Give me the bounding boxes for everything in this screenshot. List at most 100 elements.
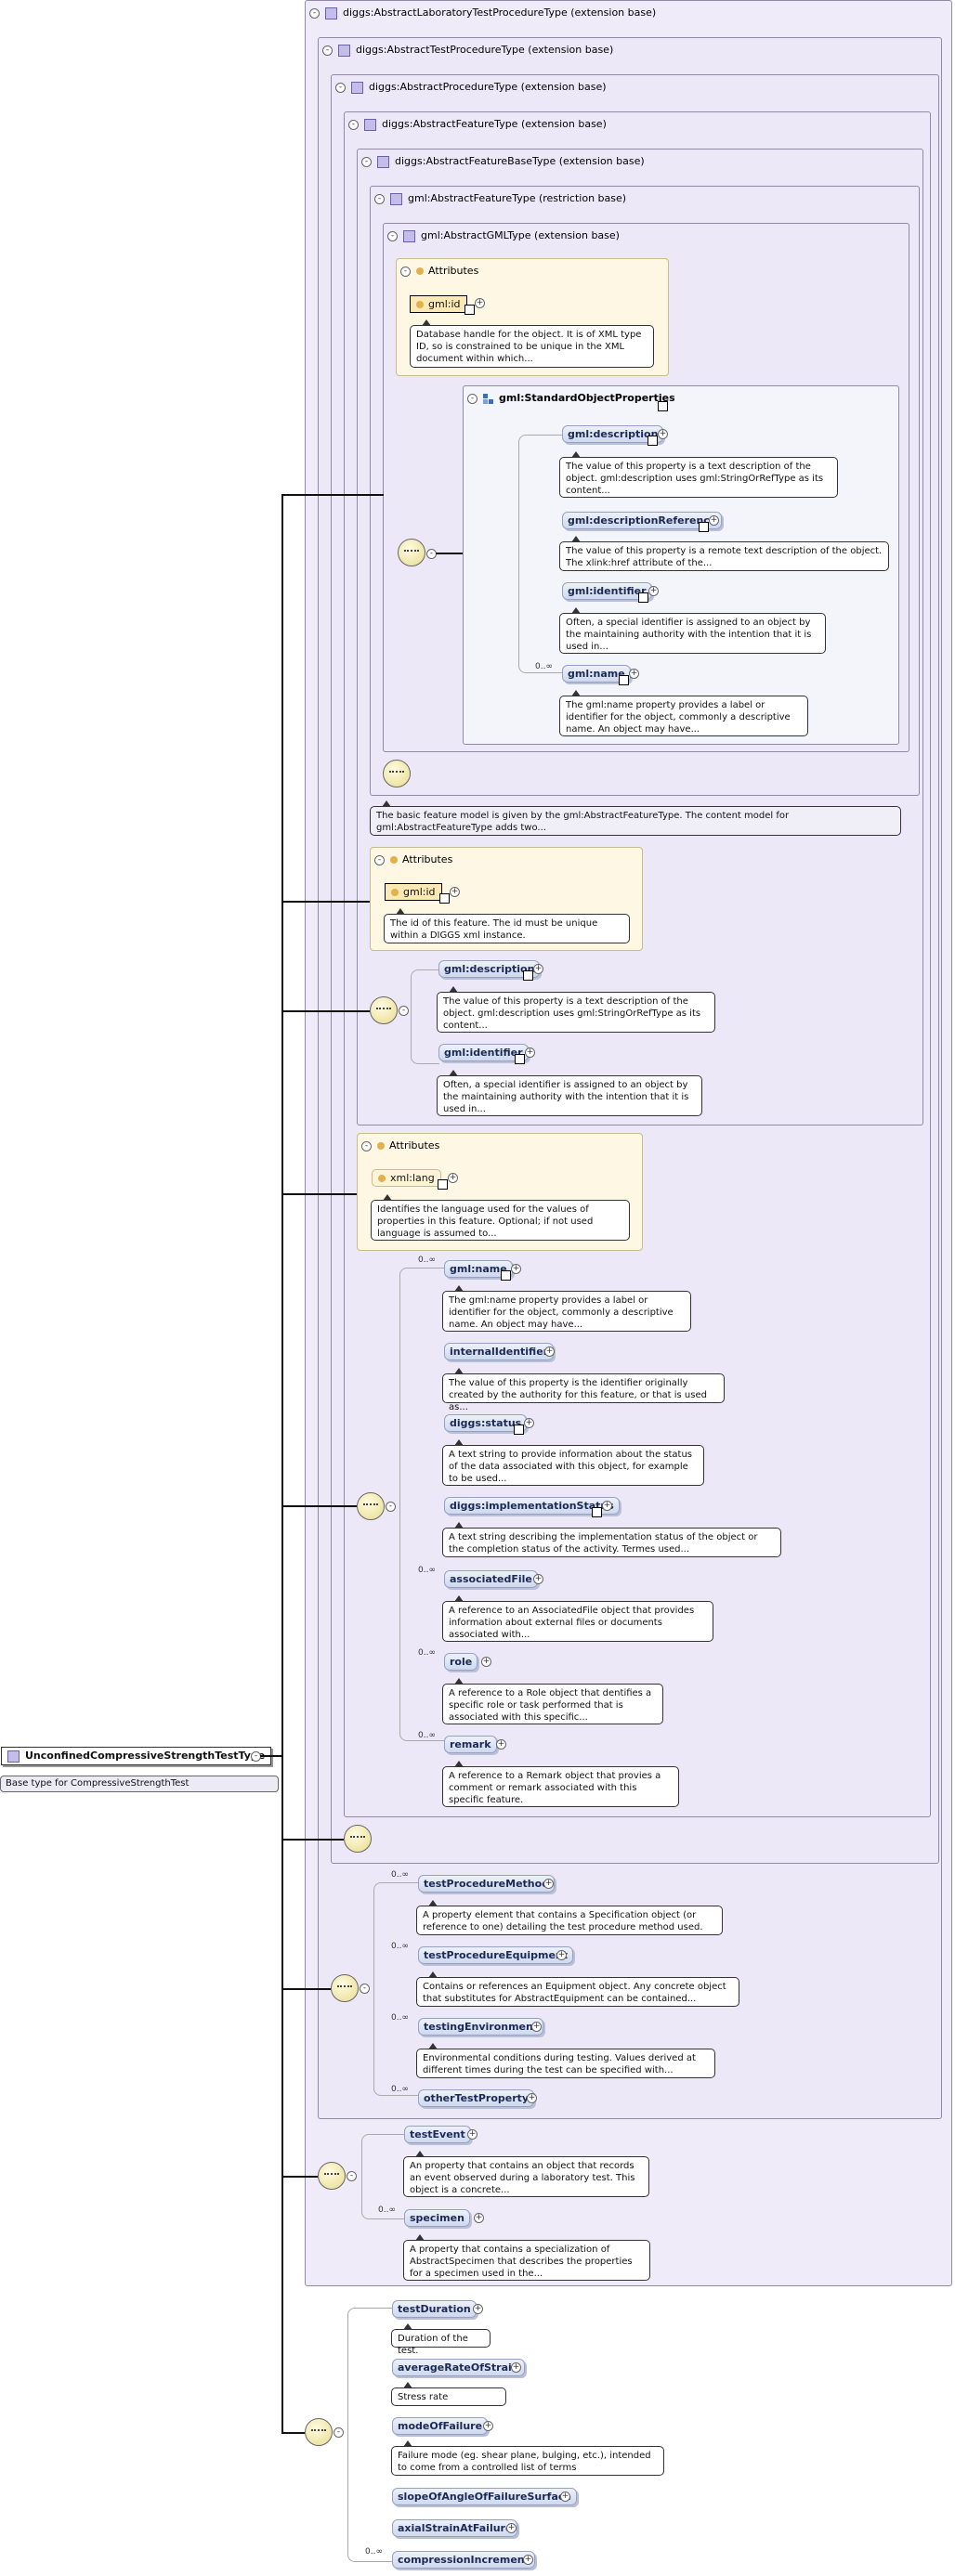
reference-icon <box>619 675 629 685</box>
collapse-icon[interactable]: - <box>347 2171 357 2181</box>
collapse-toggle-icon[interactable]: - <box>322 45 333 56</box>
attribute-gml-id[interactable]: gml:id <box>410 295 467 313</box>
attributes-header[interactable]: -Attributes <box>400 265 478 277</box>
root-type[interactable]: UnconfinedCompressiveStrengthTestType <box>1 1747 272 1765</box>
collapse-toggle-icon[interactable]: - <box>335 82 346 93</box>
documentation-note: Failure mode (eg. shear plane, bulging, … <box>391 2440 664 2476</box>
expand-icon[interactable]: + <box>511 2362 521 2373</box>
expand-icon[interactable]: + <box>450 887 460 897</box>
expand-icon[interactable]: + <box>475 298 485 308</box>
collapse-icon[interactable]: - <box>386 1502 396 1512</box>
element-axial-strain-at-failure[interactable]: axialStrainAtFailure <box>392 2519 518 2537</box>
element-test-event[interactable]: testEvent <box>404 2126 471 2143</box>
expand-icon[interactable]: + <box>473 2304 483 2314</box>
reference-icon <box>464 305 475 315</box>
element-test-duration[interactable]: testDuration <box>392 2300 477 2318</box>
attribute-xml-lang[interactable]: xml:lang <box>372 1169 441 1187</box>
element-average-rate-of-strain[interactable]: averageRateOfStrain <box>392 2359 525 2376</box>
container-title: diggs:AbstractFeatureType (extension bas… <box>382 118 607 130</box>
collapse-icon[interactable]: - <box>399 1006 409 1016</box>
expand-icon[interactable]: + <box>543 1879 554 1889</box>
expand-icon[interactable]: + <box>496 1739 506 1750</box>
collapse-toggle-icon[interactable]: - <box>467 393 478 404</box>
element-gml-description[interactable]: gml:description <box>562 425 664 443</box>
collapse-toggle-icon[interactable]: - <box>374 193 385 204</box>
element-remark[interactable]: remark <box>444 1736 497 1753</box>
collapse-toggle-icon[interactable]: - <box>348 119 359 130</box>
expand-icon[interactable]: + <box>556 1950 567 1960</box>
element-gml-identifier[interactable]: gml:identifier <box>438 1044 529 1061</box>
expand-icon[interactable]: + <box>481 1657 491 1667</box>
element-other-test-property[interactable]: otherTestProperty <box>418 2089 535 2107</box>
element-gml-description[interactable]: gml:description <box>438 960 541 978</box>
element-mode-of-failure[interactable]: modeOfFailure <box>392 2417 489 2435</box>
element-test-procedure-method[interactable]: testProcedureMethod <box>418 1875 556 1893</box>
expand-icon[interactable]: + <box>544 1347 555 1357</box>
sequence-icon <box>357 1492 385 1520</box>
expand-icon[interactable]: + <box>506 2523 517 2533</box>
element-compression-increment[interactable]: compressionIncrement <box>392 2551 535 2569</box>
collapse-toggle-icon[interactable]: - <box>361 1140 372 1151</box>
expand-icon[interactable]: + <box>483 2421 493 2431</box>
container-header[interactable]: - diggs:AbstractFeatureBaseType (extensio… <box>361 155 645 168</box>
element-associated-file[interactable]: associatedFile <box>444 1570 538 1588</box>
expand-icon[interactable]: + <box>533 1574 543 1584</box>
collapse-toggle-icon[interactable]: - <box>400 266 411 277</box>
collapse-toggle-icon[interactable]: - <box>361 156 372 167</box>
expand-icon[interactable]: + <box>602 1501 612 1511</box>
group-header[interactable]: -gml:StandardObjectProperties <box>467 392 675 404</box>
element-internal-identifier[interactable]: internalIdentifier <box>444 1343 555 1360</box>
element-testing-environment[interactable]: testingEnvironment <box>418 2018 544 2036</box>
cardinality-label: 0..∞ <box>391 2013 409 2023</box>
element-gml-name[interactable]: gml:name <box>444 1260 513 1278</box>
expand-icon[interactable]: + <box>648 586 659 596</box>
expand-icon[interactable]: + <box>560 2491 570 2502</box>
attributes-header[interactable]: -Attributes <box>361 1139 439 1151</box>
expand-icon[interactable]: + <box>525 1047 535 1058</box>
element-specimen[interactable]: specimen <box>404 2209 470 2227</box>
container-header[interactable]: -gml:AbstractGMLType (extension base) <box>387 229 620 242</box>
element-test-procedure-equipment[interactable]: testProcedureEquipment <box>418 1946 574 1964</box>
element-gml-identifier[interactable]: gml:identifier <box>562 582 652 600</box>
collapse-icon[interactable]: - <box>334 2427 344 2438</box>
cardinality-label: 0..∞ <box>378 2205 396 2215</box>
element-diggs-status[interactable]: diggs:status <box>444 1414 528 1432</box>
cardinality-label: 0..∞ <box>418 1566 436 1575</box>
container-title: diggs:AbstractTestProcedureType (extensi… <box>356 44 614 56</box>
expand-icon[interactable]: + <box>709 515 719 526</box>
documentation-note: A property element that contains a Speci… <box>416 1900 723 1935</box>
expand-icon[interactable]: + <box>448 1173 458 1183</box>
container-header[interactable]: -gml:AbstractFeatureType (restriction ba… <box>374 192 626 205</box>
expand-icon[interactable]: + <box>629 669 639 679</box>
element-gml-name[interactable]: gml:name <box>562 665 631 683</box>
expand-icon[interactable]: + <box>524 1418 534 1428</box>
collapse-toggle-icon[interactable]: - <box>309 7 320 19</box>
expand-icon[interactable]: + <box>658 429 668 439</box>
container-header[interactable]: -diggs:AbstractProcedureType (extension … <box>335 81 607 94</box>
collapse-toggle-icon[interactable]: - <box>387 230 398 241</box>
collapse-toggle-icon[interactable]: - <box>374 854 385 865</box>
expand-icon[interactable]: + <box>527 2093 537 2103</box>
expand-icon[interactable]: + <box>474 2213 484 2223</box>
attributes-header[interactable]: -Attributes <box>374 853 452 865</box>
documentation-note: A text string describing the implementat… <box>442 1522 781 1557</box>
collapse-icon[interactable]: - <box>360 1984 370 1994</box>
documentation-note: A reference to an AssociatedFile object … <box>442 1595 713 1642</box>
expand-icon[interactable]: + <box>467 2129 478 2140</box>
expand-icon[interactable]: + <box>511 1264 521 1274</box>
container-header[interactable]: - diggs:AbstractFeatureType (extension ba… <box>348 118 607 131</box>
attribute-icon <box>378 1175 386 1182</box>
attribute-gml-id[interactable]: gml:id <box>385 883 442 901</box>
element-role[interactable]: role <box>444 1653 478 1671</box>
expand-icon[interactable]: + <box>523 2555 533 2565</box>
expand-icon[interactable]: + <box>531 2022 542 2032</box>
expand-icon[interactable]: + <box>533 964 543 974</box>
documentation-note: The value of this property is a text des… <box>559 451 838 498</box>
element-diggs-implementation-status[interactable]: diggs:implementationStatus <box>444 1497 620 1515</box>
documentation-note: A text string to provide information abo… <box>442 1439 704 1486</box>
container-header[interactable]: - diggs:AbstractTestProcedureType (extens… <box>322 44 613 57</box>
element-gml-description-reference[interactable]: gml:descriptionReference <box>562 512 723 529</box>
element-slope-of-angle-of-failure-surface[interactable]: slopeOfAngleOfFailureSurface <box>392 2488 577 2505</box>
container-header[interactable]: -diggs:AbstractLaboratoryTestProcedureTy… <box>309 7 656 20</box>
container-title: diggs:AbstractFeatureBaseType (extension… <box>395 155 645 167</box>
